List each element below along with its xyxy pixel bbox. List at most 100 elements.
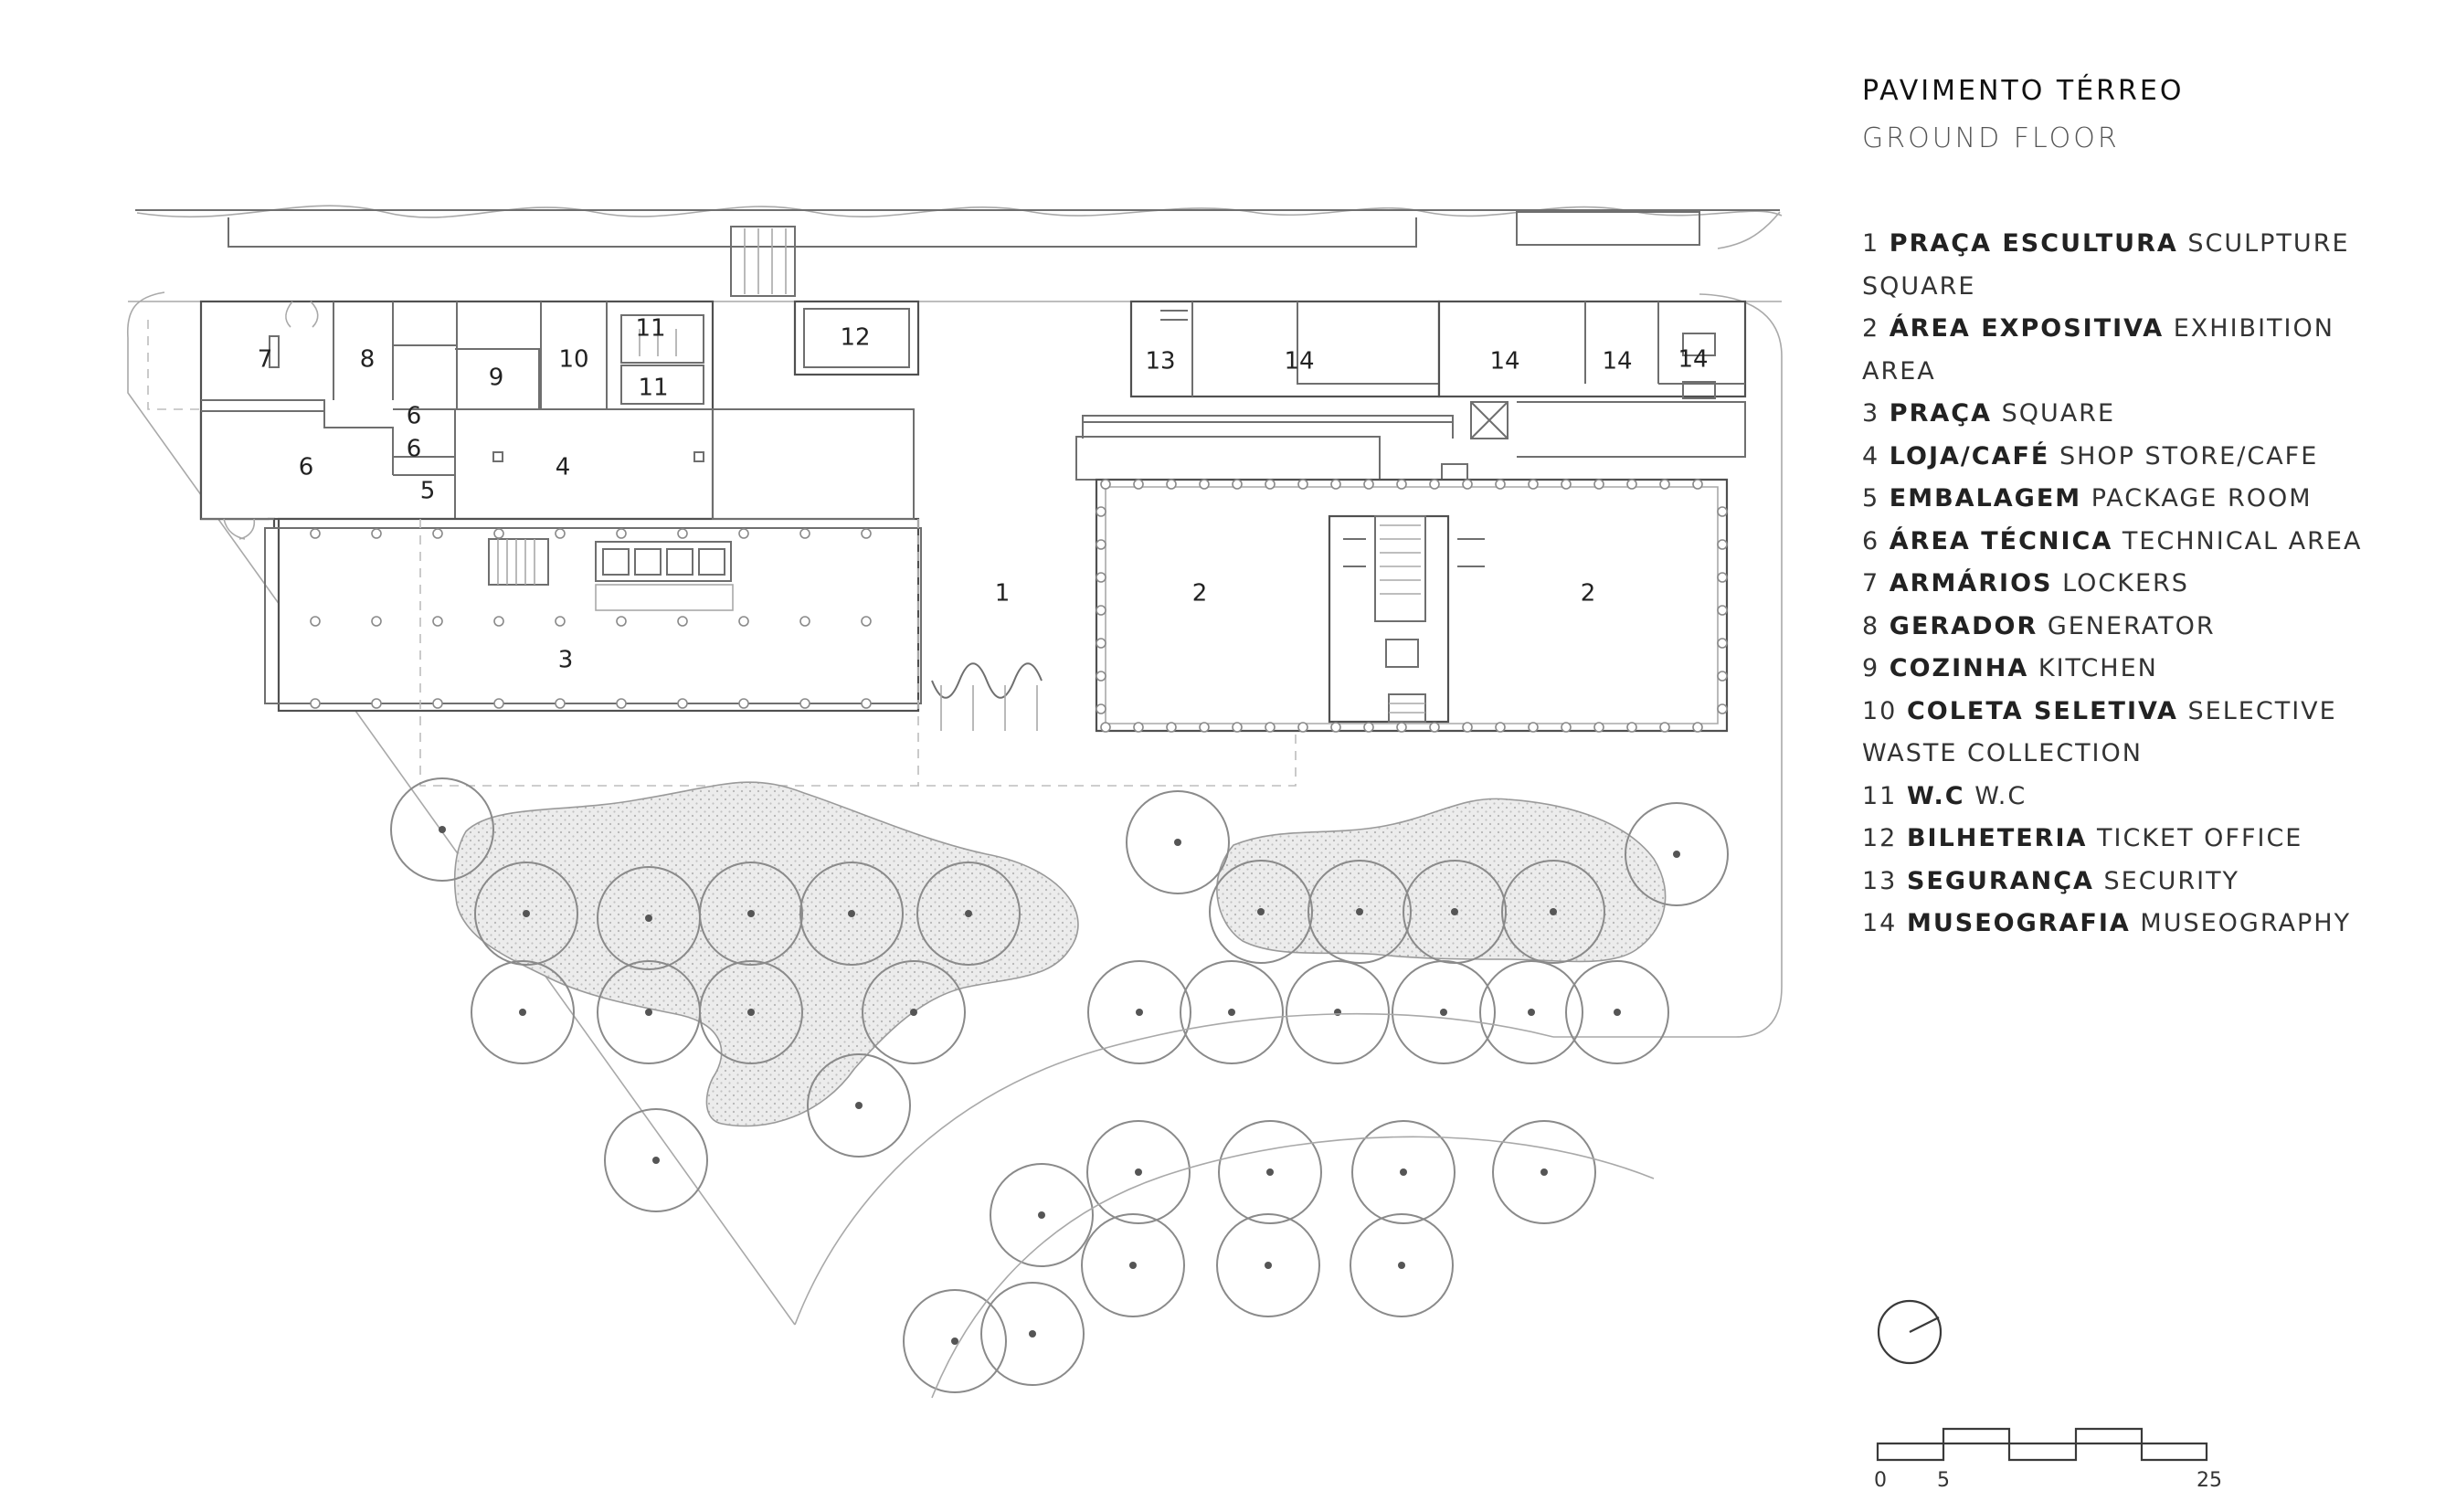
legend-term-en: SQUARE (2001, 399, 2116, 428)
column (1265, 479, 1276, 490)
column (555, 616, 566, 627)
tree (990, 1163, 1094, 1267)
tree (1286, 960, 1390, 1064)
tree (1307, 860, 1412, 964)
legend-term-pt: MUSEOGRAFIA (1906, 909, 2131, 937)
column (1462, 479, 1473, 490)
column (677, 698, 688, 709)
legend-term-en: PACKAGE ROOM (2091, 484, 2313, 513)
legend-term-pt: ARMÁRIOS (1889, 569, 2053, 597)
legend-item: 8 GERADOR GENERATOR (1862, 606, 2374, 649)
tree (1350, 1213, 1454, 1317)
room-label: 14 (1284, 348, 1314, 375)
column (310, 616, 321, 627)
legend-item: 10 COLETA SELETIVA SELECTIVE WASTE COLLE… (1862, 691, 2374, 776)
room-label: 11 (635, 315, 665, 343)
legend-item: 6 ÁREA TÉCNICA TECHNICAL AREA (1862, 521, 2374, 564)
column (1100, 479, 1111, 490)
tree (903, 1289, 1007, 1393)
legend-number: 12 (1862, 824, 1898, 852)
room-label: 9 (489, 365, 504, 392)
room-label: 3 (558, 647, 574, 674)
tree (1086, 1120, 1191, 1224)
tree (807, 1053, 911, 1158)
column (1659, 479, 1670, 490)
room-label: 1 (995, 580, 1011, 608)
columns (310, 479, 1728, 733)
tree (980, 1282, 1085, 1386)
column (799, 616, 810, 627)
column (1495, 722, 1506, 733)
room-label: 4 (556, 454, 571, 481)
column (1717, 638, 1728, 649)
column (1232, 479, 1243, 490)
column (1717, 605, 1728, 616)
legend-term-pt: LOJA/CAFÉ (1889, 441, 2050, 471)
column (493, 616, 504, 627)
column (616, 616, 627, 627)
tree (1479, 960, 1583, 1064)
room-label: 2 (1192, 580, 1208, 608)
column (371, 616, 382, 627)
column (1199, 479, 1210, 490)
column (1096, 638, 1106, 649)
north-wing (793, 300, 1747, 483)
legend-item: 1 PRAÇA ESCULTURA SCULPTURE SQUARE (1862, 223, 2374, 308)
tree (1565, 960, 1669, 1064)
scale-mid: 5 (1937, 1469, 1950, 1492)
column (1626, 722, 1637, 733)
column (1232, 722, 1243, 733)
room-label: 13 (1145, 348, 1175, 375)
column (861, 698, 872, 709)
column (1659, 722, 1670, 733)
scale-end: 25 (2197, 1469, 2222, 1492)
column (1396, 479, 1407, 490)
column (1133, 722, 1144, 733)
room-label: 14 (1602, 348, 1632, 375)
column (371, 528, 382, 539)
column (1265, 722, 1276, 733)
legend-term-pt: EMBALAGEM (1889, 484, 2082, 513)
legend-term-en: SECURITY (2103, 866, 2240, 895)
legend-term-pt: COZINHA (1889, 654, 2029, 682)
scale-start: 0 (1874, 1469, 1887, 1492)
column (555, 528, 566, 539)
legend-number: 3 (1862, 399, 1880, 428)
legend-number: 14 (1862, 909, 1898, 937)
column (738, 528, 749, 539)
room-label: 5 (420, 478, 436, 505)
column (1297, 479, 1308, 490)
legend-term-en: TICKET OFFICE (2097, 824, 2303, 852)
room-label: 2 (1581, 580, 1596, 608)
sculpture-square-edge (931, 662, 1043, 731)
north-arrow-icon (1877, 1299, 1943, 1365)
tree (474, 862, 578, 966)
sheet-subtitle: GROUND FLOOR (1862, 122, 2120, 154)
legend-item: 3 PRAÇA SQUARE (1862, 393, 2374, 436)
legend-number: 11 (1862, 781, 1898, 810)
column (1462, 722, 1473, 733)
paths (794, 1012, 1655, 1399)
tree (1392, 960, 1496, 1064)
legend-number: 6 (1862, 526, 1880, 555)
legend-term-en: MUSEOGRAPHY (2140, 909, 2352, 937)
legend-item: 12 BILHETERIA TICKET OFFICE (1862, 818, 2374, 861)
column (1166, 479, 1177, 490)
legend-term-pt: PRAÇA (1889, 399, 1992, 428)
column (432, 616, 443, 627)
column (1593, 479, 1604, 490)
room-label: 6 (299, 454, 314, 481)
column (310, 698, 321, 709)
column (1717, 539, 1728, 550)
column (1429, 479, 1440, 490)
legend-item: 4 LOJA/CAFÉ SHOP STORE/CAFE (1862, 436, 2374, 479)
legend-term-en: SCULPTURE SQUARE (1862, 229, 2350, 301)
room-label: 11 (638, 375, 668, 402)
tree (471, 960, 575, 1064)
column (310, 528, 321, 539)
column (1396, 722, 1407, 733)
tree (1218, 1120, 1322, 1224)
column (1528, 722, 1539, 733)
column (1717, 506, 1728, 517)
